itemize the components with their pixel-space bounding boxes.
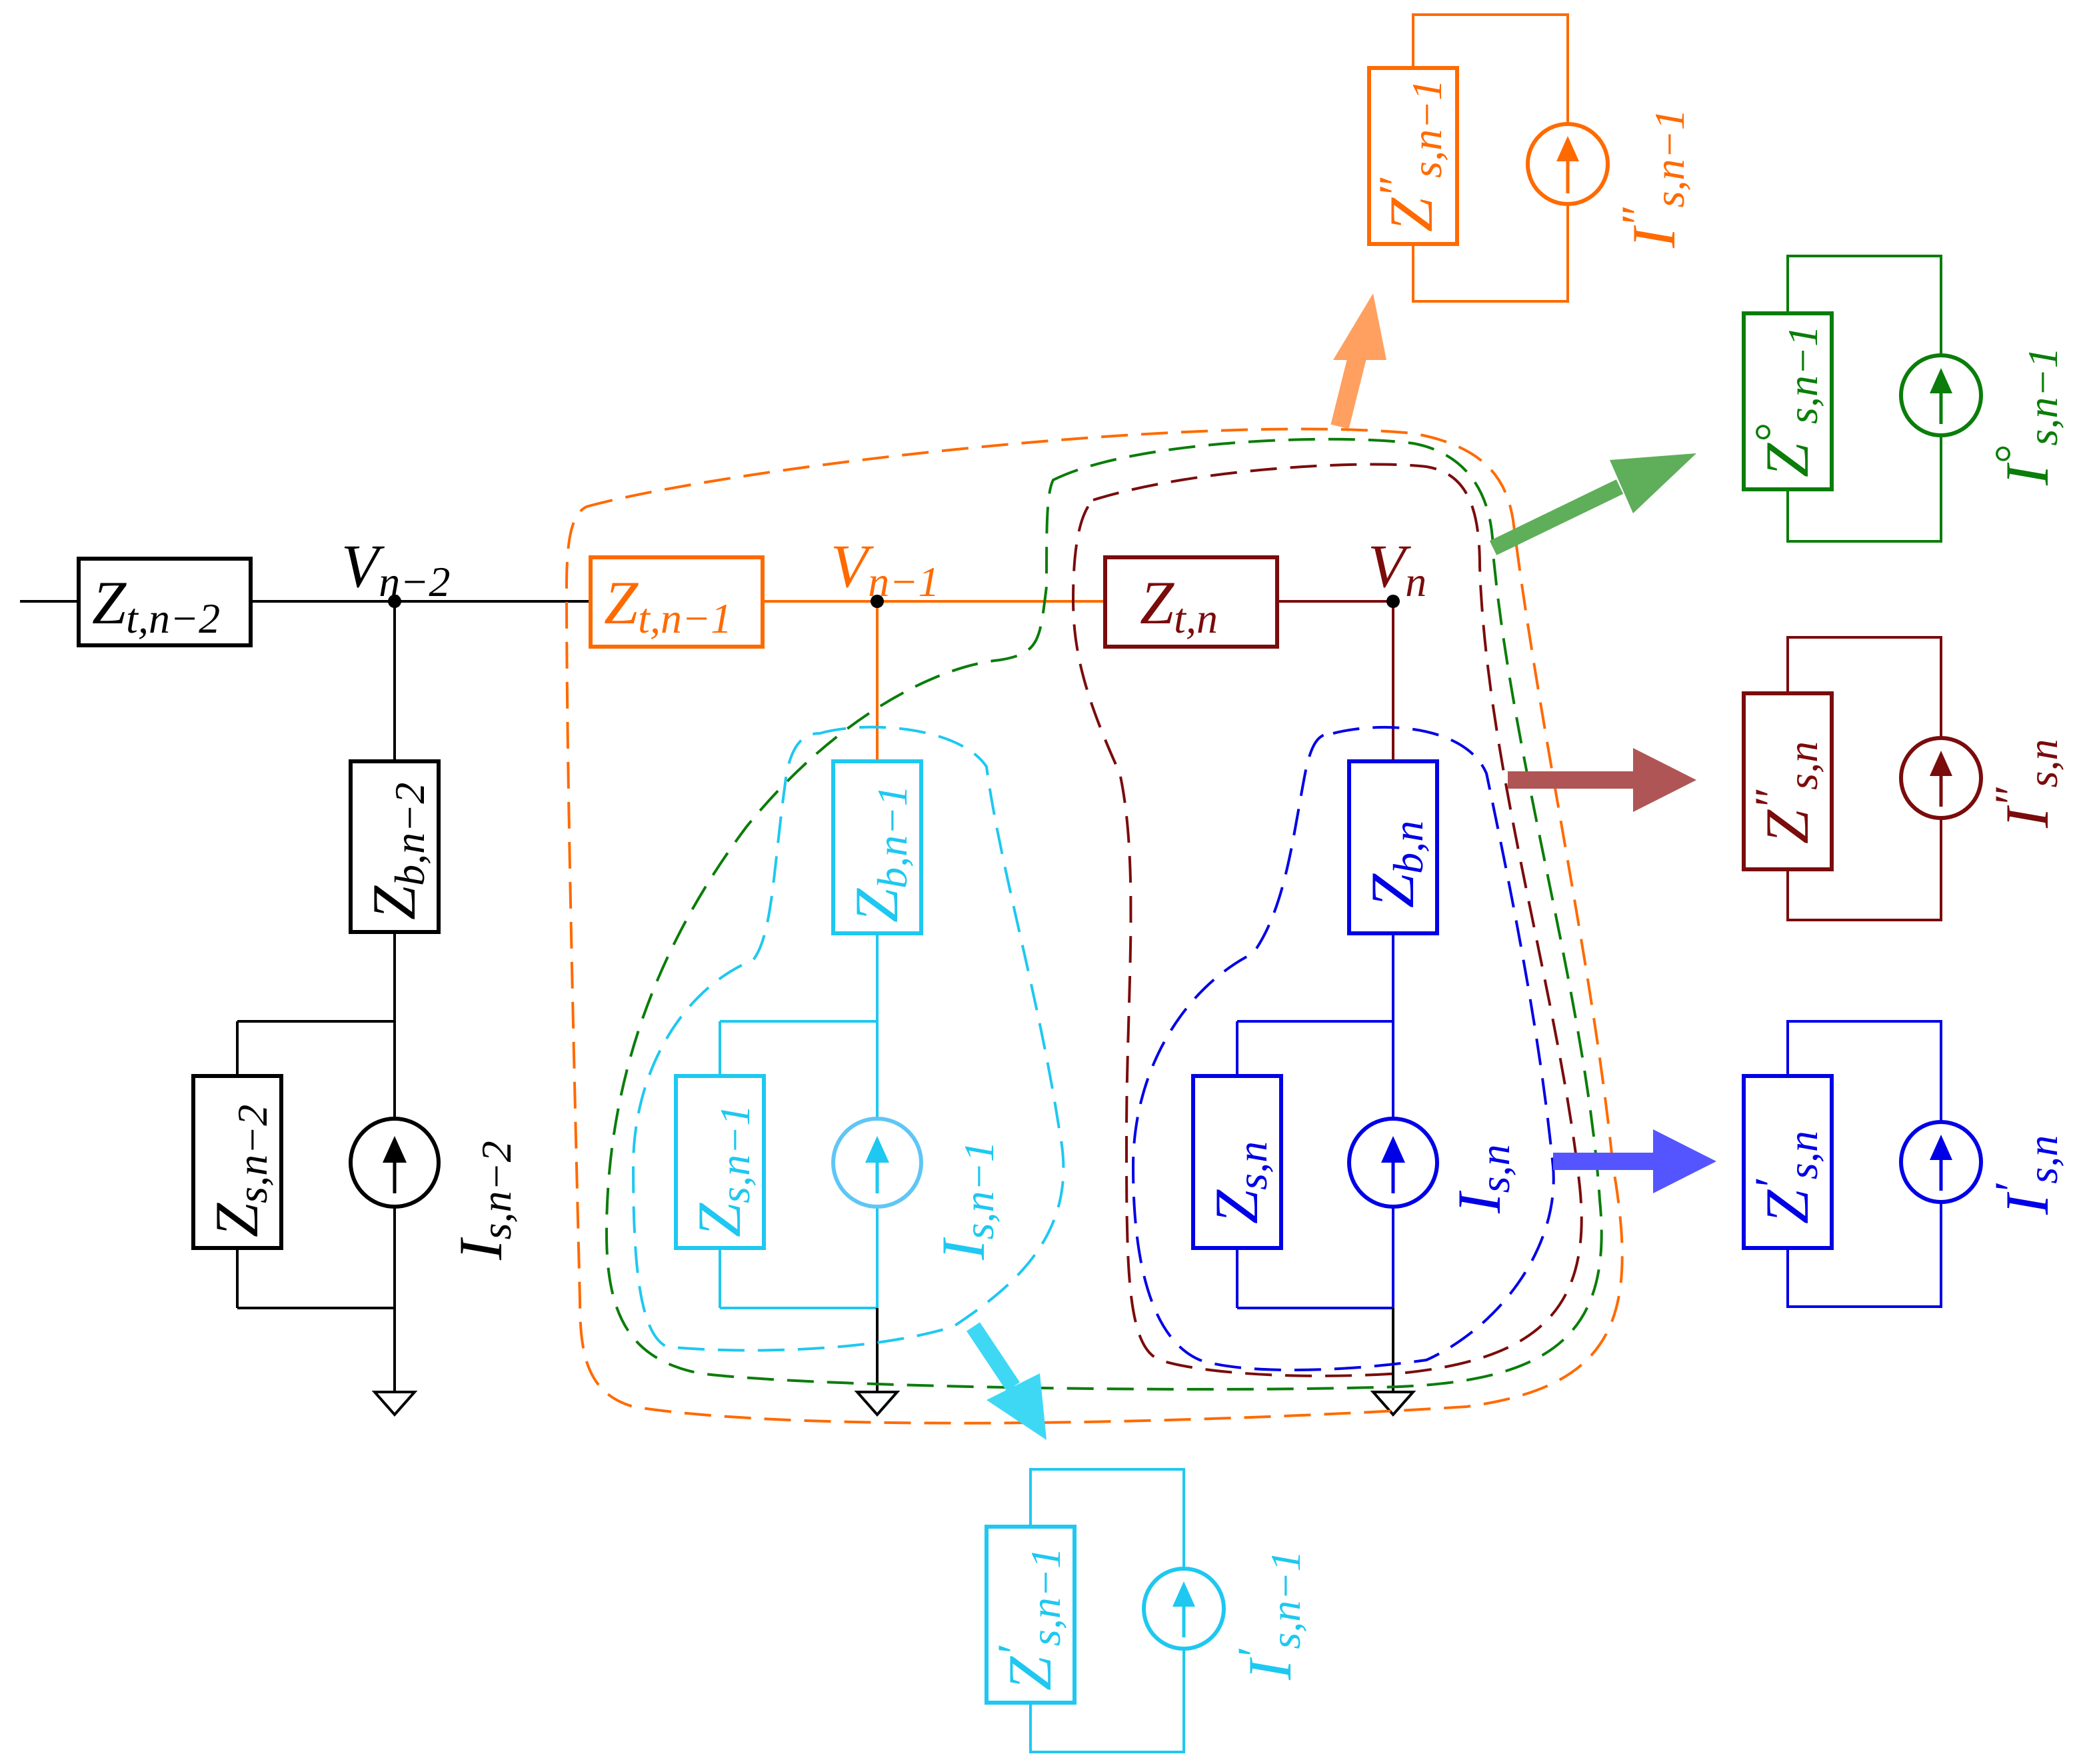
orange-eq-arrow-icon: [1556, 136, 1579, 161]
node-v-n: [1386, 595, 1400, 608]
cyan-section: [674, 759, 923, 1309]
label-v-n: Vn: [1368, 532, 1426, 605]
label-v-n2: Vn−2: [341, 532, 450, 605]
orange-boundary: [565, 427, 1624, 1425]
label-blue-z: Z′s,n: [1745, 1131, 1826, 1224]
label-zb-n2: Zb,n−2: [360, 783, 433, 920]
label-is-n1: Is,n−1: [929, 1141, 1003, 1261]
ground-icon: [854, 1391, 901, 1417]
label-zt-n: Zt,n: [1140, 569, 1218, 642]
blue-section: [1191, 759, 1439, 1309]
label-cyan-i: I′s,n−1: [1228, 1551, 1309, 1681]
orange-section: [589, 555, 1105, 761]
darkred-section: [1103, 555, 1394, 761]
blue-equivalent: [1742, 1020, 1983, 1308]
blue-arrow-icon: [1653, 1129, 1716, 1193]
label-zb-n1: Zb,n−1: [843, 785, 916, 923]
label-orange-z: Z″s,n−1: [1369, 79, 1450, 232]
cyan-eq-arrow-icon: [1172, 1581, 1195, 1607]
zt-n2-box: [77, 557, 253, 647]
ground-icon: [1370, 1391, 1416, 1417]
is-n-source: [1347, 1117, 1439, 1209]
is-n-arrow-icon: [1381, 1136, 1405, 1163]
green-eq-arrow-icon: [1930, 368, 1952, 393]
label-zs-n1: Zs,n−1: [685, 1105, 759, 1237]
label-v-n1: Vn−1: [831, 532, 939, 605]
is-n1-arrow-icon: [865, 1136, 889, 1163]
darkred-boundary: [1071, 463, 1583, 1377]
label-red-z: Z″s,n: [1745, 741, 1826, 844]
is-n2-source: [349, 1117, 441, 1209]
label-zb-n: Zb,n: [1358, 821, 1432, 908]
label-zs-n: Zs,n: [1202, 1141, 1276, 1224]
label-is-n: Is,n: [1445, 1144, 1518, 1214]
orange-arrow-icon: [1333, 293, 1386, 360]
label-blue-i: I′s,n: [1985, 1135, 2066, 1215]
node-v-n2: [388, 595, 401, 608]
is-n1-source: [831, 1117, 923, 1209]
label-orange-i: I″s,n−1: [1612, 109, 1693, 249]
ground-icon: [371, 1391, 418, 1417]
label-zt-n1: Zt,n−1: [604, 569, 732, 642]
green-arrow-icon: [1610, 453, 1696, 513]
black-section: [20, 557, 591, 1417]
label-zt-n2: Zt,n−2: [92, 569, 220, 642]
cyan-boundary: [631, 725, 1065, 1352]
cyan-arrow-icon: [987, 1373, 1046, 1440]
label-cyan-z: Z′s,n−1: [988, 1547, 1069, 1691]
cyan-equivalent: [985, 1468, 1226, 1753]
label-red-i: I″s,n: [1985, 739, 2066, 829]
green-equivalent: [1742, 255, 1983, 543]
is-n2-arrow-icon: [383, 1136, 407, 1163]
blue-eq-arrow-icon: [1930, 1135, 1952, 1160]
darkred-equivalent: [1742, 636, 1983, 921]
label-green-i: I°s,n−1: [1985, 347, 2066, 486]
red-eq-arrow-icon: [1930, 751, 1952, 776]
label-green-z: Z°s,n−1: [1745, 325, 1826, 477]
red-arrow-icon: [1633, 748, 1696, 812]
label-is-n2: Is,n−2: [447, 1141, 520, 1261]
label-zs-n2: Zs,n−2: [203, 1105, 276, 1237]
orange-equivalent: [1367, 13, 1610, 303]
node-v-n1: [871, 595, 884, 608]
blue-boundary: [1131, 725, 1555, 1371]
